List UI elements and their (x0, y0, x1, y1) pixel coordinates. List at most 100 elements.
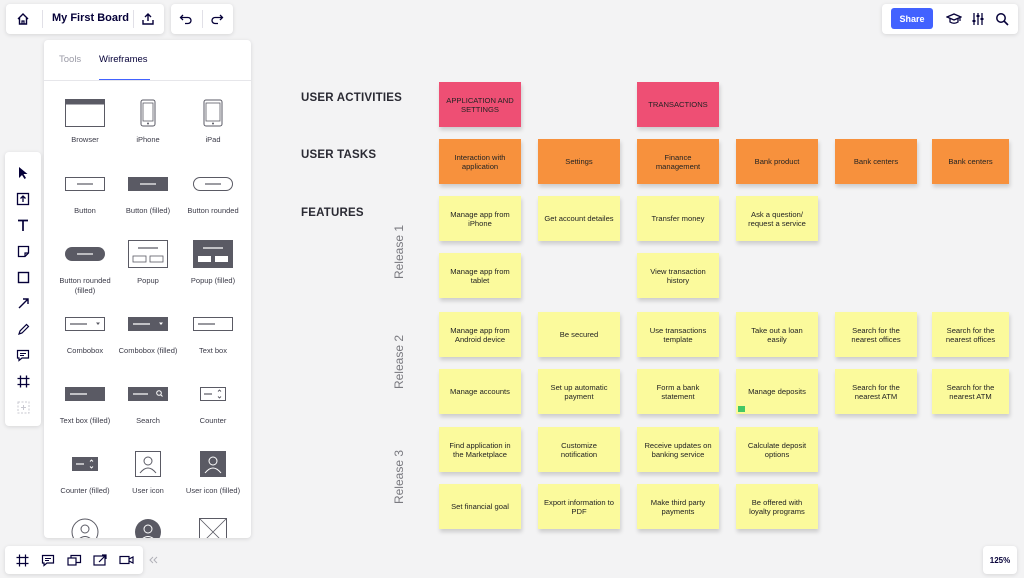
sticky-note-task[interactable]: Bank product (736, 139, 818, 184)
home-icon[interactable] (12, 8, 34, 30)
sticky-note-feature[interactable]: Make third party payments (637, 484, 719, 529)
library-item-combobox-filled[interactable]: Combobox (filled) (115, 308, 181, 368)
collapse-chevron-icon[interactable] (146, 552, 160, 568)
library-item-textbox[interactable]: Text box (180, 308, 246, 358)
pen-icon[interactable] (13, 320, 33, 338)
sticky-note-feature[interactable]: View transaction history (637, 253, 719, 298)
sticky-note-feature[interactable]: Manage app from Android device (439, 312, 521, 357)
sticky-note-feature[interactable]: Search for the nearest offices (835, 312, 917, 357)
library-item-popup[interactable]: Popup (115, 238, 181, 288)
graduation-cap-icon[interactable] (944, 9, 964, 29)
library-item-label: Combobox (66, 346, 104, 355)
sticky-note-feature[interactable]: Customize notification (538, 427, 620, 472)
sticky-note-feature[interactable]: Search for the nearest offices (932, 312, 1009, 357)
undo-icon[interactable] (175, 8, 197, 30)
sticky-note-task[interactable]: Bank centers (835, 139, 917, 184)
sticky-note-feature[interactable]: Manage app from iPhone (439, 196, 521, 241)
more-tools-icon[interactable] (13, 398, 33, 416)
library-item-button[interactable]: Button (52, 168, 118, 218)
sticky-note-feature[interactable]: Set financial goal (439, 484, 521, 529)
upload-icon[interactable] (13, 190, 33, 208)
sticky-note-feature[interactable]: Ask a question/ request a service (736, 196, 818, 241)
library-item-label: Combobox (filled) (118, 346, 178, 355)
search-field-icon (115, 378, 181, 410)
sticky-note-feature[interactable]: Receive updates on banking service (637, 427, 719, 472)
shape-icon[interactable] (13, 268, 33, 286)
sticky-note-feature[interactable]: Find application in the Marketplace (439, 427, 521, 472)
library-item-textbox-filled[interactable]: Text box (filled) (52, 378, 118, 428)
library-item-search[interactable]: Search (115, 378, 181, 428)
sticky-note-task[interactable]: Interaction with application (439, 139, 521, 184)
sticky-note-task[interactable]: Bank centers (932, 139, 1009, 184)
sticky-note-feature[interactable]: Manage deposits (736, 369, 818, 414)
sticky-note-feature[interactable]: Transfer money (637, 196, 719, 241)
sticky-note-feature[interactable]: Be secured (538, 312, 620, 357)
text-icon[interactable] (13, 216, 33, 234)
sticky-note-feature[interactable]: Manage app from tablet (439, 253, 521, 298)
board-header: My First Board (6, 4, 164, 34)
video-call-icon[interactable] (117, 551, 135, 569)
sticky-note-activity[interactable]: TRANSACTIONS (637, 82, 719, 127)
library-item-avatar[interactable] (52, 516, 118, 538)
comment-icon[interactable] (13, 346, 33, 364)
library-item-label: Text box (filled) (59, 416, 111, 425)
arrow-icon[interactable] (13, 294, 33, 312)
cursor-icon[interactable] (13, 164, 33, 182)
sticky-note-task[interactable]: Settings (538, 139, 620, 184)
sticky-note-feature[interactable]: Set up automatic payment (538, 369, 620, 414)
library-item-image-placeholder[interactable] (180, 516, 246, 538)
library-item-browser[interactable]: Browser (52, 97, 118, 147)
library-item-user-icon[interactable]: User icon (115, 448, 181, 498)
sticky-note-feature[interactable]: Be offered with loyalty programs (736, 484, 818, 529)
sticky-note-feature[interactable]: Get account detailes (538, 196, 620, 241)
share-button[interactable]: Share (891, 8, 933, 29)
sticky-note-activity[interactable]: APPLICATION AND SETTINGS (439, 82, 521, 127)
board-title[interactable]: My First Board (52, 12, 130, 24)
library-item-label: Button (74, 206, 96, 215)
frame-icon[interactable] (13, 372, 33, 390)
settings-sliders-icon[interactable] (968, 9, 988, 29)
selection-marker (738, 406, 745, 412)
library-item-label: User icon (132, 486, 164, 495)
screen-share-icon[interactable] (91, 551, 109, 569)
library-item-avatar-filled[interactable] (115, 516, 181, 538)
sticky-note-feature[interactable]: Export information to PDF (538, 484, 620, 529)
library-item-button-filled[interactable]: Button (filled) (115, 168, 181, 218)
sticky-note-feature[interactable]: Take out a loan easily (736, 312, 818, 357)
board-actions: Share (882, 4, 1018, 34)
divider (44, 80, 251, 81)
cards-icon[interactable] (65, 551, 83, 569)
sticky-note-feature[interactable]: Use transactions template (637, 312, 719, 357)
library-item-button-rounded[interactable]: Button rounded (180, 168, 246, 218)
sticky-note-icon[interactable] (13, 242, 33, 260)
button-icon (52, 168, 118, 200)
library-item-label: Search (136, 416, 160, 425)
library-item-user-icon-filled[interactable]: User icon (filled) (180, 448, 246, 508)
library-item-counter-filled[interactable]: Counter (filled) (52, 448, 118, 498)
redo-icon[interactable] (206, 8, 228, 30)
export-icon[interactable] (137, 8, 159, 30)
sticky-note-feature[interactable]: Form a bank statement (637, 369, 719, 414)
library-item-iphone[interactable]: iPhone (115, 97, 181, 147)
tab-wireframes[interactable]: Wireframes (99, 54, 148, 65)
textbox-filled-icon (52, 378, 118, 410)
tab-tools[interactable]: Tools (59, 54, 82, 65)
library-item-button-rounded-filled[interactable]: Button rounded (filled) (52, 238, 118, 298)
popup-filled-icon (180, 238, 246, 270)
frames-icon[interactable] (13, 551, 31, 569)
sticky-note-task[interactable]: Finance management (637, 139, 719, 184)
button-rounded-filled-icon (52, 238, 118, 270)
library-item-ipad[interactable]: iPad (180, 97, 246, 147)
sticky-note-feature[interactable]: Search for the nearest ATM (932, 369, 1009, 414)
library-item-counter[interactable]: Counter (180, 378, 246, 428)
zoom-level[interactable]: 125% (983, 546, 1017, 574)
library-item-popup-filled[interactable]: Popup (filled) (180, 238, 246, 288)
sticky-note-feature[interactable]: Manage accounts (439, 369, 521, 414)
comments-icon[interactable] (39, 551, 57, 569)
library-item-combobox[interactable]: Combobox (52, 308, 118, 358)
sticky-note-feature[interactable]: Search for the nearest ATM (835, 369, 917, 414)
search-icon[interactable] (992, 9, 1012, 29)
sticky-note-feature[interactable]: Calculate deposit options (736, 427, 818, 472)
user-filled-icon (180, 448, 246, 480)
library-item-label: Text box (199, 346, 227, 355)
